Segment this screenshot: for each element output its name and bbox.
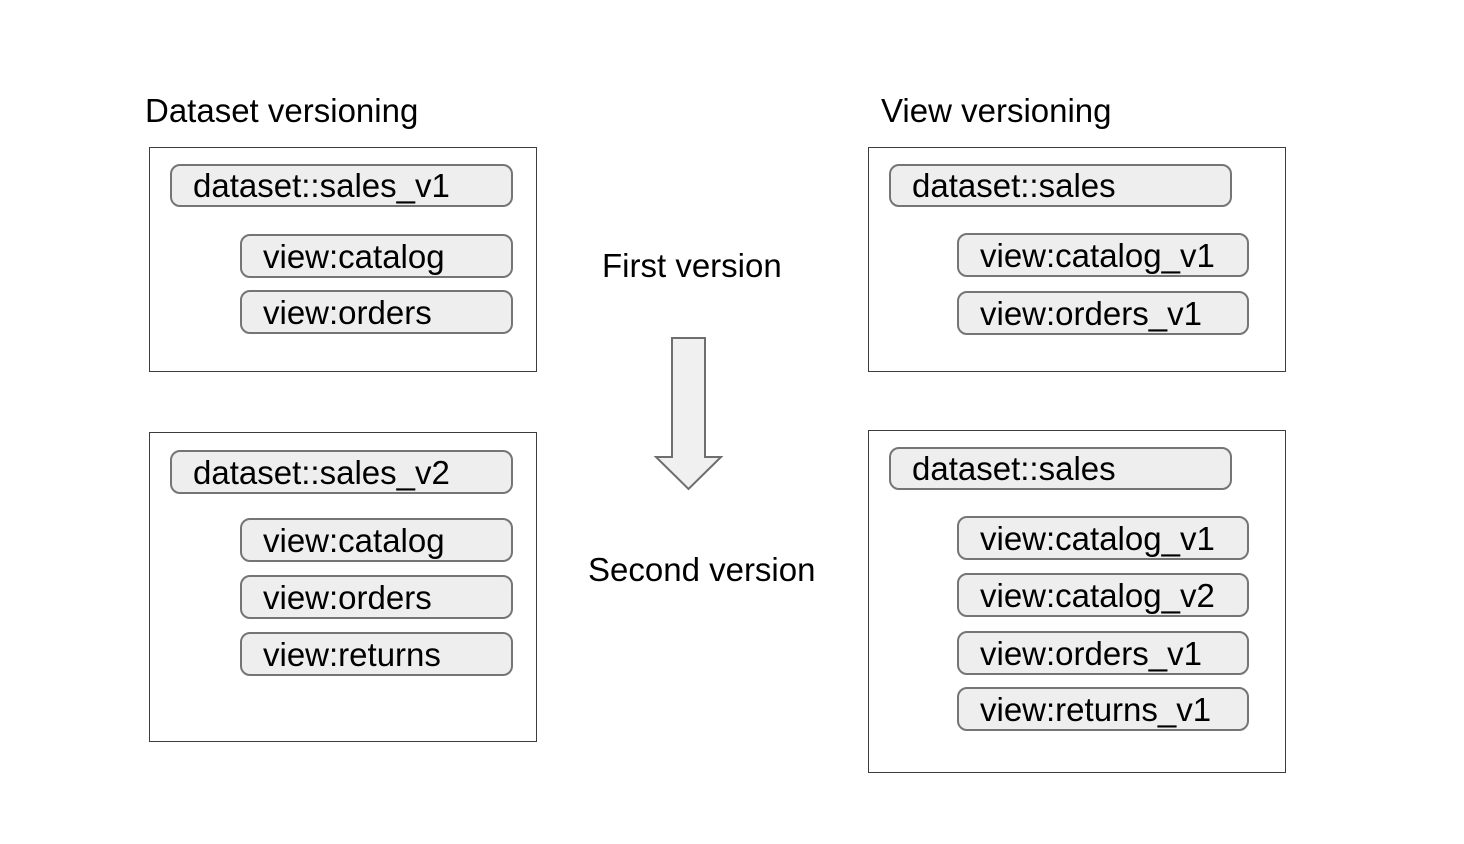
view-node-label: view:catalog_v2 (980, 576, 1215, 614)
down-arrow-icon (650, 332, 730, 494)
view-node: view:catalog_v2 (957, 573, 1249, 617)
view-node-label: view:catalog (263, 237, 445, 275)
dataset-node-label: dataset::sales_v1 (193, 167, 450, 204)
view-node: view:orders_v1 (957, 291, 1249, 335)
view-node: view:orders (240, 290, 513, 334)
first-version-label: First version (602, 247, 782, 284)
view-versioning-first-box: dataset::sales view:catalog_v1 view:orde… (868, 147, 1286, 372)
dataset-node-label: dataset::sales (912, 167, 1116, 204)
view-node: view:orders (240, 575, 513, 619)
view-node: view:catalog_v1 (957, 233, 1249, 277)
dataset-versioning-title: Dataset versioning (145, 92, 419, 129)
view-node-label: view:catalog_v1 (980, 519, 1215, 557)
view-node-label: view:returns_v1 (980, 690, 1212, 728)
view-node: view:catalog (240, 234, 513, 278)
view-node-label: view:catalog (263, 521, 445, 559)
view-node: view:catalog (240, 518, 513, 562)
view-versioning-second-box: dataset::sales view:catalog_v1 view:cata… (868, 430, 1286, 773)
view-node-label: view:orders (263, 578, 432, 616)
dataset-versioning-second-box: dataset::sales_v2 view:catalog view:orde… (149, 432, 537, 742)
dataset-node: dataset::sales (889, 164, 1232, 207)
dataset-node: dataset::sales (889, 447, 1232, 490)
view-node-label: view:orders (263, 293, 432, 331)
second-version-label: Second version (588, 551, 816, 588)
dataset-node: dataset::sales_v2 (170, 450, 513, 494)
view-node-label: view:catalog_v1 (980, 236, 1215, 274)
dataset-node-label: dataset::sales_v2 (193, 453, 450, 491)
dataset-node: dataset::sales_v1 (170, 164, 513, 207)
view-node-label: view:returns (263, 635, 441, 673)
dataset-node-label: dataset::sales (912, 450, 1116, 487)
dataset-versioning-first-box: dataset::sales_v1 view:catalog view:orde… (149, 147, 537, 372)
view-node: view:orders_v1 (957, 631, 1249, 675)
view-node: view:catalog_v1 (957, 516, 1249, 560)
view-versioning-title: View versioning (881, 92, 1112, 129)
view-node-label: view:orders_v1 (980, 294, 1202, 332)
view-node: view:returns_v1 (957, 687, 1249, 731)
view-node-label: view:orders_v1 (980, 634, 1202, 672)
view-node: view:returns (240, 632, 513, 676)
